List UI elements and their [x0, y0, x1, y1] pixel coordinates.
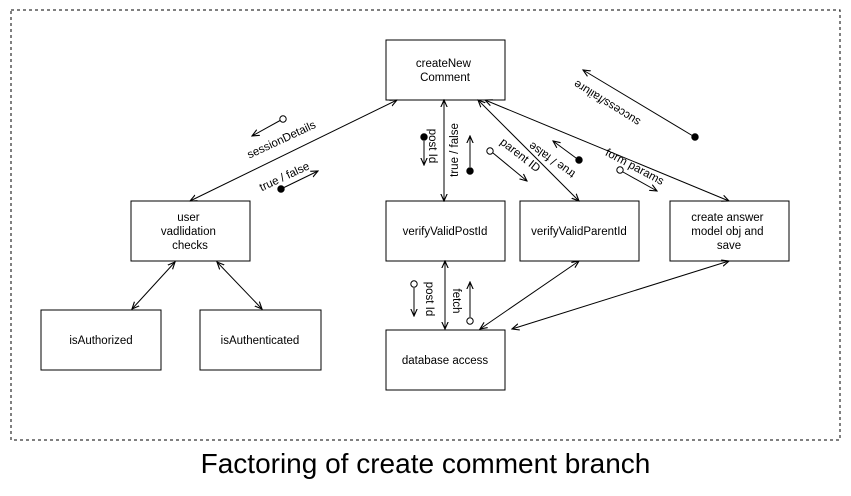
node-label-line: vadlidation [161, 226, 216, 238]
flow-indicator-true-false-post [467, 136, 473, 175]
flow-indicator-post-id-top [421, 133, 427, 165]
label-true-false-user: true / false [258, 160, 312, 194]
svg-text:isAuthenticated: isAuthenticated [221, 335, 300, 347]
node-label-line: checks [172, 240, 208, 252]
edge-comment-create-answer [485, 100, 729, 201]
node-database-access: database access [385, 329, 506, 391]
edge-comment-user-validation [190, 100, 397, 201]
flow-indicator-true-false-parent [553, 141, 583, 164]
node-label-line: isAuthenticated [221, 335, 300, 347]
label-true-false-post: true / false [449, 123, 461, 177]
node-label-line: verifyValidPostId [403, 226, 488, 238]
label-post-id-db: post Id [423, 282, 435, 317]
node-user-validation: user vadlidation checks [130, 200, 251, 262]
node-label-line: verifyValidParentId [531, 226, 627, 238]
svg-text:verifyValidParentId: verifyValidParentId [531, 226, 627, 238]
svg-text:database access: database access [402, 355, 489, 367]
edge-parent-id-database [480, 261, 579, 329]
node-is-authorized: isAuthorized [40, 309, 162, 371]
diagram-caption: Factoring of create comment branch [200, 448, 651, 479]
svg-text:create answer model obj: create answer model obj and save [691, 212, 766, 252]
diagram-frame [10, 9, 841, 441]
node-label-line: database access [402, 355, 489, 367]
edge-user-authenticated [217, 262, 262, 309]
label-form-params: form params [603, 147, 666, 188]
node-label-line: save [717, 240, 741, 252]
node-label-line: createNew [416, 58, 472, 70]
svg-text:verifyValidPostId: verifyValidPostId [403, 226, 488, 238]
flow-indicator-session-details [252, 115, 287, 136]
node-label-line: Comment [420, 72, 471, 84]
label-post-id-top: post Id [426, 129, 438, 164]
flow-indicator-fetch [467, 282, 473, 325]
svg-text:createNew Comment: createNew Comment [416, 58, 474, 84]
node-label-line: user [177, 212, 200, 224]
flow-indicator-true-false-user [277, 171, 318, 193]
node-verify-valid-post-id: verifyValidPostId [385, 200, 506, 262]
node-is-authenticated: isAuthenticated [199, 309, 322, 371]
label-fetch: fetch [450, 289, 462, 314]
edge-create-answer-database [512, 261, 729, 329]
flow-indicator-post-id-db [411, 280, 417, 316]
flow-indicator-success-failure [583, 70, 699, 141]
flow-indicator-form-params [616, 166, 657, 191]
node-verify-valid-parent-id: verifyValidParentId [519, 200, 640, 262]
node-create-new-comment: createNew Comment [385, 39, 506, 101]
node-label-line: create answer [691, 212, 763, 224]
edge-user-authorized [132, 262, 175, 309]
label-session-details: sessionDetails [246, 119, 318, 161]
flow-indicator-parent-id [486, 147, 527, 181]
node-label-line: isAuthorized [69, 335, 132, 347]
svg-text:isAuthorized: isAuthorized [69, 335, 132, 347]
node-label-line: model obj and [691, 226, 763, 238]
svg-text:user vadlidation c: user vadlidation checks [161, 212, 219, 252]
node-create-answer: create answer model obj and save [669, 200, 790, 262]
